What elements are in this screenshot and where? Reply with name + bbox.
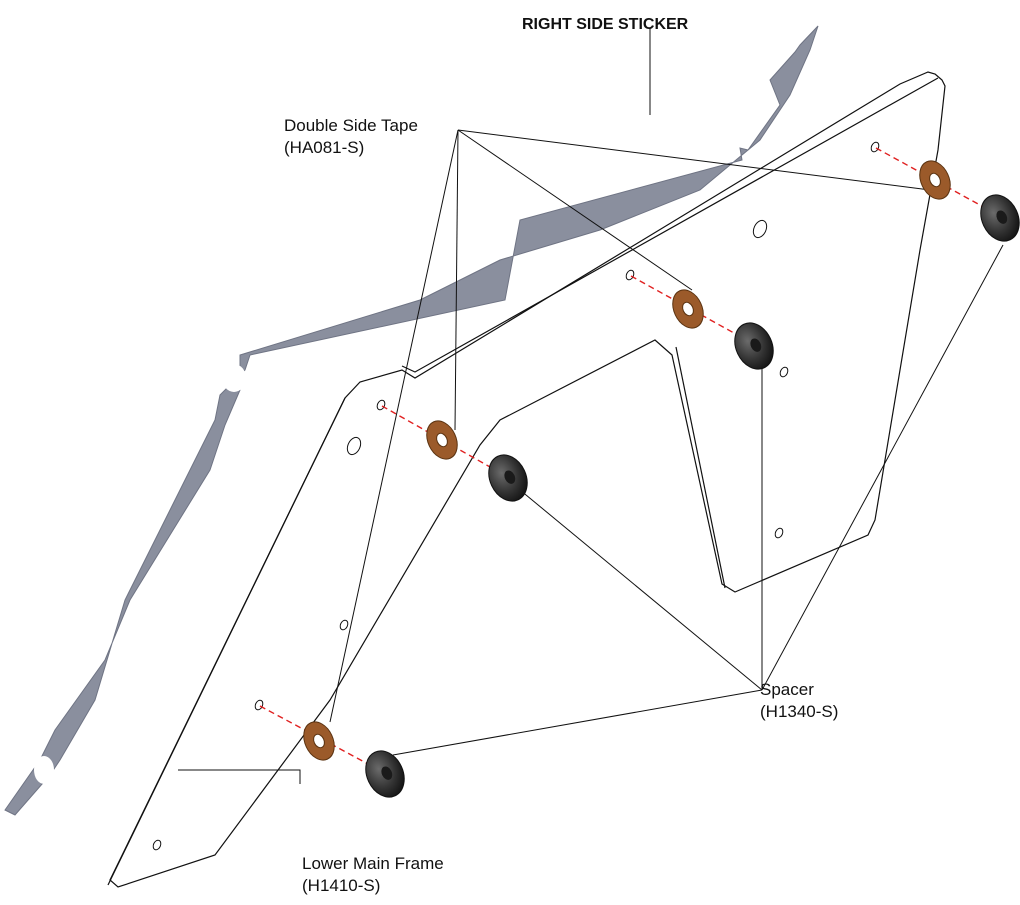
frame-edge <box>401 77 939 373</box>
frame-hole <box>152 839 162 851</box>
spacer-part <box>488 454 528 502</box>
spacer-label: Spacer (H1340-S) <box>760 679 838 723</box>
sticker-label: RIGHT SIDE STICKER <box>522 14 688 36</box>
leader-spacer <box>392 689 763 756</box>
tape-label: Double Side Tape (HA081-S) <box>284 115 418 159</box>
right-side-sticker <box>4 25 819 816</box>
frame-label: Lower Main Frame (H1410-S) <box>302 853 444 897</box>
frame-edge <box>675 346 726 589</box>
frame-name: Lower Main Frame <box>302 854 444 873</box>
frame-hole <box>752 219 768 239</box>
spacer-part <box>980 194 1020 242</box>
tape-part-number: (HA081-S) <box>284 138 365 157</box>
leader-tape <box>329 129 459 723</box>
sticker-hole <box>222 364 246 392</box>
frame-hole <box>346 436 362 456</box>
leader-tape <box>457 129 931 191</box>
axis-line <box>630 275 753 344</box>
leader-spacer <box>519 489 763 691</box>
frame-hole <box>625 269 635 281</box>
leader-frame <box>178 769 301 784</box>
sticker-hole <box>628 150 644 170</box>
leader-lines <box>178 28 1004 784</box>
assembly-axes <box>259 147 1001 773</box>
frame-edge <box>107 397 346 886</box>
tape-name: Double Side Tape <box>284 116 418 135</box>
tape-washer <box>672 289 704 329</box>
leader-tape <box>457 129 693 291</box>
tape-washer <box>303 721 335 761</box>
sticker-title: RIGHT SIDE STICKER <box>522 16 689 33</box>
tape-washer <box>919 160 951 200</box>
frame-part-number: (H1410-S) <box>302 876 381 895</box>
tape-washer <box>426 420 458 460</box>
leader-spacer <box>761 244 1004 691</box>
double-side-tapes <box>303 160 951 761</box>
spacer-part-number: (H1340-S) <box>760 702 839 721</box>
spacer-part <box>734 322 774 370</box>
spacer-name: Spacer <box>760 680 814 699</box>
spacers <box>365 194 1020 798</box>
frame-hole <box>339 619 349 631</box>
frame-hole <box>774 527 784 539</box>
sticker-hole <box>34 756 54 784</box>
frame-hole <box>254 699 264 711</box>
axis-line <box>259 705 384 773</box>
sticker-shape <box>4 25 819 816</box>
frame-holes <box>152 141 880 851</box>
frame-hole <box>779 366 789 378</box>
leader-tape <box>454 129 459 431</box>
frame-hole <box>870 141 880 153</box>
sticker-hole <box>130 620 146 640</box>
spacer-part <box>365 750 405 798</box>
sticker-hole <box>209 541 233 569</box>
sticker-hole <box>742 69 762 95</box>
frame-hole <box>376 399 386 411</box>
frame-outline <box>109 71 946 888</box>
sticker-hole <box>494 191 518 219</box>
